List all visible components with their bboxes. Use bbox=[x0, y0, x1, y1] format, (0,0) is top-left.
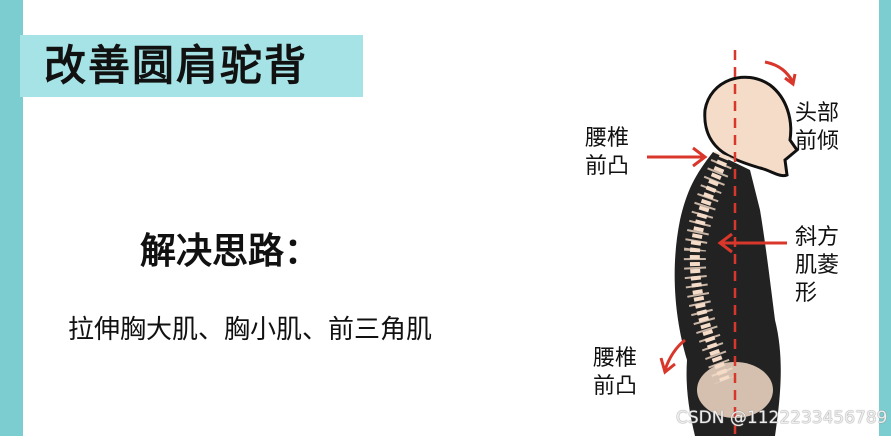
label-trapezius-rhomboid: 斜方肌菱形 bbox=[795, 225, 840, 306]
label-lumbar: 腰椎前凸 bbox=[593, 346, 638, 399]
posture-figure: 腰椎前凸 头部前倾 斜方肌菱形 腰椎前凸 bbox=[575, 40, 875, 436]
neck-arrow bbox=[647, 146, 708, 168]
subheading: 解决思路： bbox=[140, 231, 321, 272]
page-title: 改善圆肩驼背 bbox=[44, 41, 309, 90]
label-head-forward: 头部前倾 bbox=[795, 101, 840, 154]
right-accent-bar bbox=[879, 0, 891, 436]
upper-back-arrow bbox=[717, 232, 787, 254]
body-text: 拉伸胸大肌、胸小肌、前三角肌 bbox=[68, 315, 433, 345]
csdn-watermark: CSDN @1122233456789 bbox=[676, 408, 888, 428]
head-tilt-arrow bbox=[764, 60, 797, 87]
left-accent-bar bbox=[0, 0, 23, 436]
head bbox=[703, 75, 800, 178]
pelvis-arrow bbox=[659, 338, 686, 375]
title-band bbox=[20, 35, 363, 97]
spine-illustration bbox=[647, 50, 800, 436]
label-neck: 腰椎前凸 bbox=[585, 126, 630, 179]
